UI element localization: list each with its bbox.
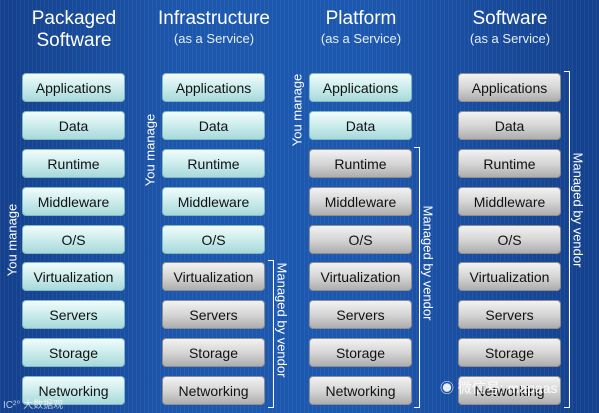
layer-box: Storage [162, 338, 265, 367]
layer-box: Applications [458, 73, 561, 102]
vendor-bracket [268, 260, 274, 408]
vendor-bracket [414, 147, 420, 408]
layer-box: Data [22, 111, 125, 140]
column-1: Infrastructure (as a Service) Applications… [150, 0, 278, 413]
layer-box: Servers [162, 300, 265, 329]
column-subtitle: (as a Service) [320, 31, 402, 46]
layer-box: Storage [22, 338, 125, 367]
layer-box: O/S [162, 225, 265, 254]
managed-by-vendor-label: Managed by vendor [274, 262, 290, 378]
vendor-bracket [564, 71, 570, 408]
you-manage-label: You manage [4, 203, 20, 277]
wechat-watermark: ◉ 微信号: mapaas [440, 378, 557, 398]
layer-box: O/S [22, 225, 125, 254]
layer-box: Runtime [458, 149, 561, 178]
layer-box: Data [162, 111, 265, 140]
source-logo-watermark: IC²° 大数据观 [3, 400, 64, 411]
column-subtitle: (as a Service) [173, 31, 255, 46]
layer-box: Applications [162, 73, 265, 102]
layer-box: Middleware [309, 187, 412, 216]
layer-box: Networking [22, 376, 125, 405]
layer-box: O/S [458, 225, 561, 254]
layer-box: Virtualization [162, 262, 265, 291]
managed-by-vendor-label: Managed by vendor [570, 152, 586, 268]
layer-box: Applications [309, 73, 412, 102]
layer-box: Networking [162, 376, 265, 405]
layer-box: Virtualization [458, 262, 561, 291]
layer-box: Storage [309, 338, 412, 367]
column-title: Software [472, 8, 548, 29]
layer-box: Runtime [309, 149, 412, 178]
column-subtitle: (as a Service) [469, 31, 551, 46]
layer-box: Applications [22, 73, 125, 102]
you-manage-label: You manage [142, 113, 158, 187]
layer-box: O/S [309, 225, 412, 254]
layer-box: Data [458, 111, 561, 140]
layer-box: Runtime [22, 149, 125, 178]
layer-box: Servers [458, 300, 561, 329]
column-title: Platform [325, 8, 397, 29]
layer-box: Runtime [162, 149, 265, 178]
column-title: Packaged Software [31, 8, 117, 51]
layer-box: Middleware [162, 187, 265, 216]
layer-box: Virtualization [22, 262, 125, 291]
layer-box: Networking [309, 376, 412, 405]
layer-box: Virtualization [309, 262, 412, 291]
managed-by-vendor-label: Managed by vendor [420, 205, 436, 321]
wechat-icon: ◉ [440, 380, 454, 396]
layer-box: Data [309, 111, 412, 140]
layer-box: Networking [458, 376, 561, 405]
layer-box: Servers [309, 300, 412, 329]
layer-box: Storage [458, 338, 561, 367]
layer-box: Middleware [22, 187, 125, 216]
layer-box: Middleware [458, 187, 561, 216]
layer-box: Servers [22, 300, 125, 329]
wechat-id-text: 微信号: mapaas [457, 380, 558, 396]
column-title: Infrastructure [158, 8, 270, 29]
you-manage-label: You manage [289, 73, 305, 147]
